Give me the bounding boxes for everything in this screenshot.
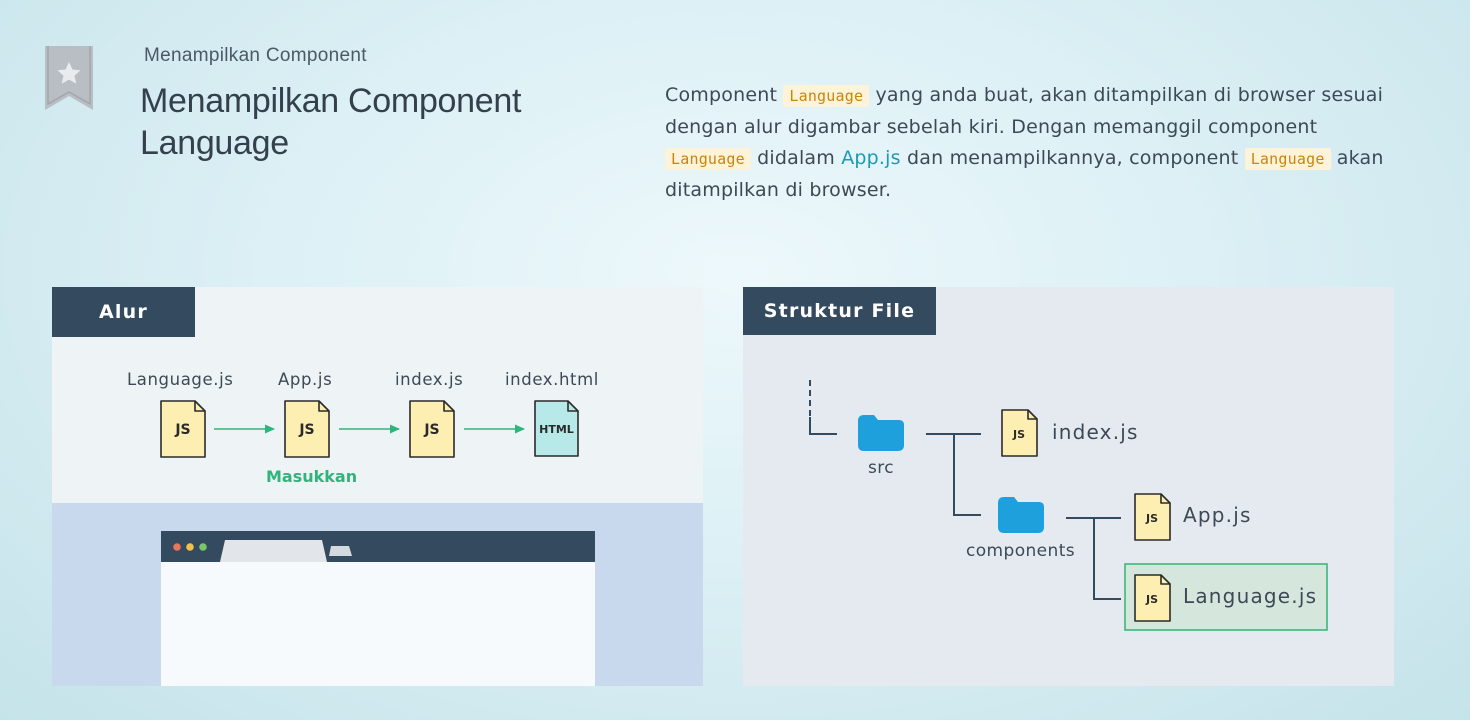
code-language: Language <box>665 148 751 170</box>
file-tree-diagram: JS JS JS <box>809 380 1328 631</box>
bookmark-star-icon[interactable] <box>45 46 93 110</box>
js-icon-text: JS <box>423 422 439 438</box>
desc-text: Component <box>665 84 784 106</box>
app-js-label: App.js <box>1183 503 1252 527</box>
components-folder-label: components <box>966 541 1076 561</box>
flow-file-label: App.js <box>278 370 333 389</box>
js-file-icon: JS <box>1134 493 1171 541</box>
desc-text: yang anda buat, akan ditampilkan di brow… <box>665 84 1384 138</box>
flow-diagram: JS JS JS HTML <box>160 400 579 458</box>
language-js-label: Language.js <box>1183 584 1318 608</box>
browser-mockup-area <box>52 503 703 686</box>
file-structure-panel: Struktur File JS JS JS src co <box>743 287 1394 686</box>
html-file-icon: HTML <box>534 400 579 457</box>
flow-panel: Alur Language.js App.js index.js index.h… <box>52 287 703 686</box>
js-file-icon: JS <box>1134 574 1171 622</box>
folder-icon <box>998 497 1044 533</box>
js-icon-text: JS <box>174 422 190 438</box>
js-icon-text: JS <box>298 422 314 438</box>
code-language: Language <box>1244 148 1331 170</box>
flow-panel-tag: Alur <box>52 287 195 337</box>
js-icon-text: JS <box>1012 428 1025 441</box>
flow-file-label: index.html <box>505 370 599 389</box>
page-subtitle: Menampilkan Component <box>144 45 367 66</box>
src-folder-label: src <box>868 458 895 478</box>
js-icon-text: JS <box>1145 512 1158 525</box>
desc-text: akan ditampilkan di browser. <box>665 147 1384 201</box>
desc-text: didalam <box>750 147 842 169</box>
js-file-icon: JS <box>160 400 206 458</box>
desc-text: dan menampilkannya, component <box>900 147 1245 169</box>
flow-file-label: index.js <box>395 370 464 389</box>
js-file-icon: JS <box>409 400 455 458</box>
html-icon-text: HTML <box>539 423 574 436</box>
structure-panel-tag: Struktur File <box>743 287 936 335</box>
js-file-icon: JS <box>284 400 330 458</box>
js-icon-text: JS <box>1145 593 1158 606</box>
js-file-icon: JS <box>1001 409 1038 457</box>
app-js-link[interactable]: App.js <box>841 147 901 169</box>
folder-icon <box>858 415 904 451</box>
index-js-label: index.js <box>1052 420 1139 444</box>
flow-file-label: Language.js <box>127 370 234 389</box>
code-language: Language <box>783 85 870 107</box>
masukkan-label: Masukkan <box>266 467 358 486</box>
page-title: Menampilkan Component Language <box>140 82 522 162</box>
browser-window-illustration <box>161 531 595 686</box>
description-paragraph: Component Language yang anda buat, akan … <box>665 80 1395 206</box>
